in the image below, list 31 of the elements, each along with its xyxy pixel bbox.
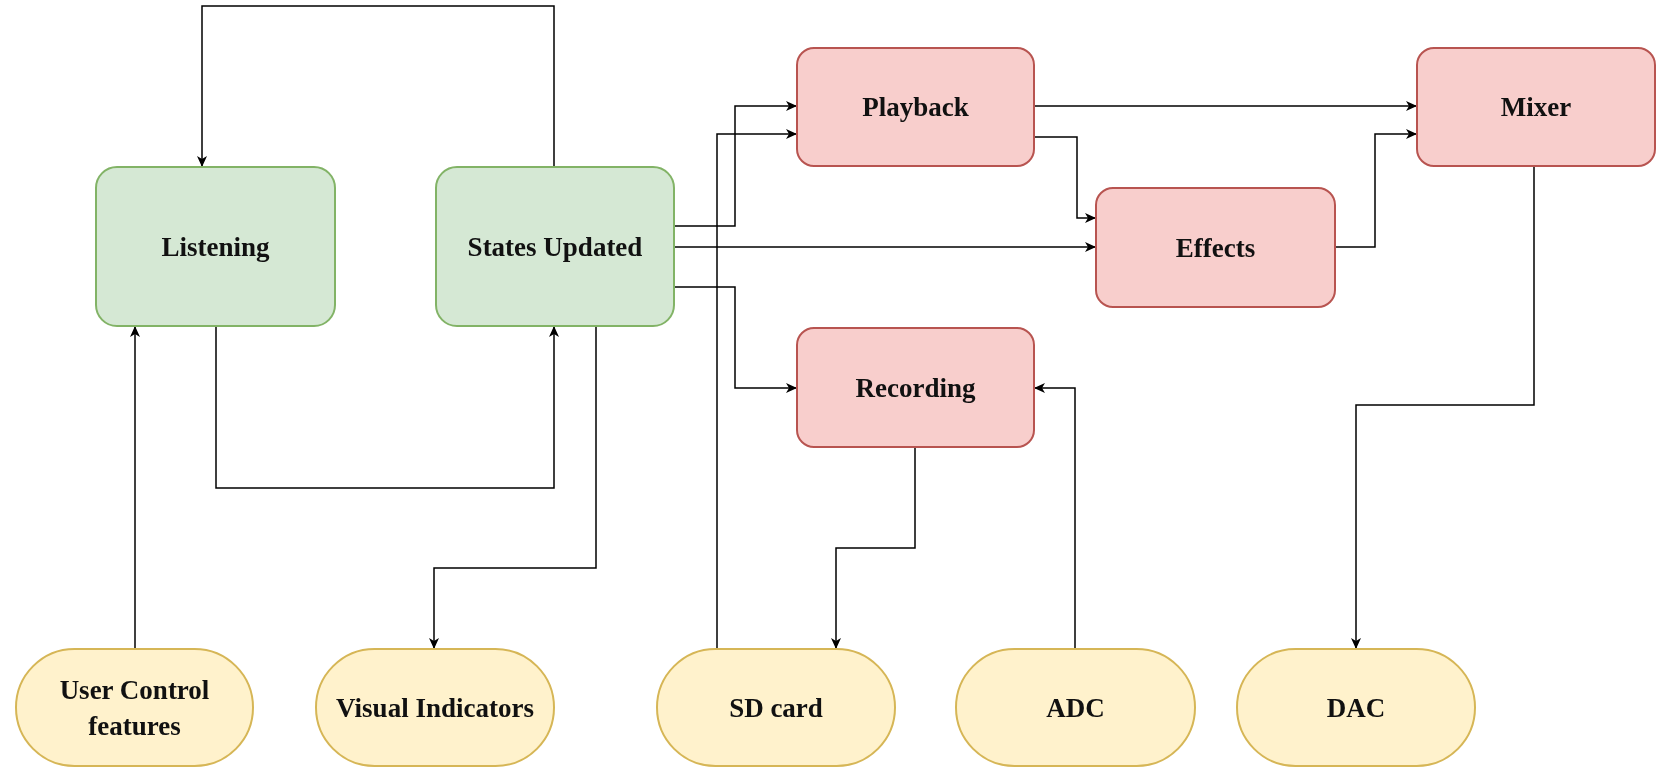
node-label: Recording <box>855 371 976 405</box>
arrow <box>130 326 140 649</box>
node-label: DAC <box>1326 691 1386 725</box>
node-label: Mixer <box>1500 91 1572 124</box>
arrow <box>674 242 1096 252</box>
arrow <box>197 5 555 167</box>
arrow <box>674 286 797 393</box>
arrow <box>1335 129 1417 248</box>
arrow <box>674 101 797 227</box>
node-label: States Updated <box>467 230 643 264</box>
node-label: Listening <box>161 230 270 264</box>
arrow <box>1034 101 1417 111</box>
node-label: SD card <box>729 691 823 725</box>
state-box <box>95 166 336 327</box>
process-box <box>796 327 1035 448</box>
node-label: Effects <box>1175 231 1256 265</box>
state-box <box>435 166 675 327</box>
node-label: ADC <box>1046 691 1105 725</box>
node-label: User Control features <box>58 673 211 743</box>
arrow <box>831 447 916 649</box>
arrow <box>1034 136 1096 223</box>
node-label: Playback <box>862 91 969 124</box>
arrow <box>1034 383 1076 649</box>
process-box <box>1095 187 1336 308</box>
process-box <box>796 47 1035 167</box>
arrow <box>215 326 559 489</box>
arrow <box>429 326 597 649</box>
arrow <box>1351 166 1535 649</box>
process-box <box>1416 47 1656 167</box>
arrow <box>716 129 797 649</box>
node-label: Visual Indicators <box>336 691 534 725</box>
